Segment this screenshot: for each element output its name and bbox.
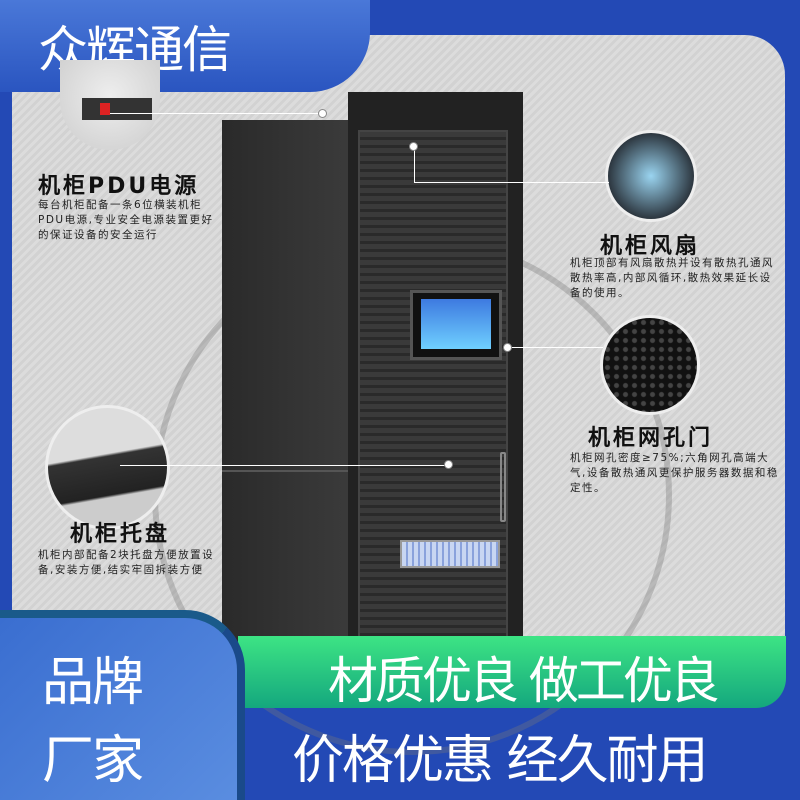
tray-title: 机柜托盘	[70, 522, 171, 547]
pdu-desc: 每台机柜配备一条6位横装机柜PDU电源,专业安全电源装置更好的保证设备的安全运行	[38, 199, 214, 241]
tray-desc: 机柜内部配备2块托盘方便放置设备,安装方便,结实牢固拆装方便	[38, 549, 215, 576]
mesh-title: 机柜网孔门	[588, 426, 714, 451]
brand-line-1: 品牌	[42, 653, 144, 713]
tray-marker	[444, 460, 453, 469]
fan-marker	[409, 142, 418, 151]
tray-icon	[45, 405, 170, 530]
mesh-icon	[600, 315, 700, 415]
cabinet-image	[222, 92, 523, 662]
door-handle	[500, 452, 506, 522]
brand-badge: 品牌 厂家	[0, 610, 245, 800]
brand-line-2: 厂家	[42, 731, 144, 791]
pdu-icon	[60, 60, 160, 150]
pdu-leader-line	[110, 113, 322, 114]
patch-panel	[400, 540, 500, 568]
fan-icon	[605, 130, 697, 222]
slogan-band-green: 材质优良 做工优良	[238, 636, 786, 710]
fan-leader-line	[414, 147, 415, 183]
pdu-title: 机柜PDU电源	[38, 174, 200, 199]
fan-title: 机柜风扇	[600, 234, 701, 259]
tray-leader-line	[120, 465, 448, 466]
slogan-line-2: 价格优惠 经久耐用	[292, 731, 709, 791]
mesh-leader-line	[508, 347, 603, 348]
fan-desc: 机柜顶部有风扇散热并设有散热孔通风散热率高,内部风循环,散热效果延长设备的使用。	[570, 257, 774, 299]
header-tab: 众辉通信	[0, 0, 370, 92]
mesh-marker	[503, 343, 512, 352]
touch-screen	[410, 290, 502, 360]
slogan-line-1: 材质优良 做工优良	[328, 652, 720, 710]
fan-leader-line-h	[414, 182, 609, 183]
mesh-desc: 机柜网孔密度≥75%;六角网孔高端大气,设备散热通风更保护服务器数据和稳定性。	[570, 452, 779, 494]
pdu-marker	[318, 109, 327, 118]
